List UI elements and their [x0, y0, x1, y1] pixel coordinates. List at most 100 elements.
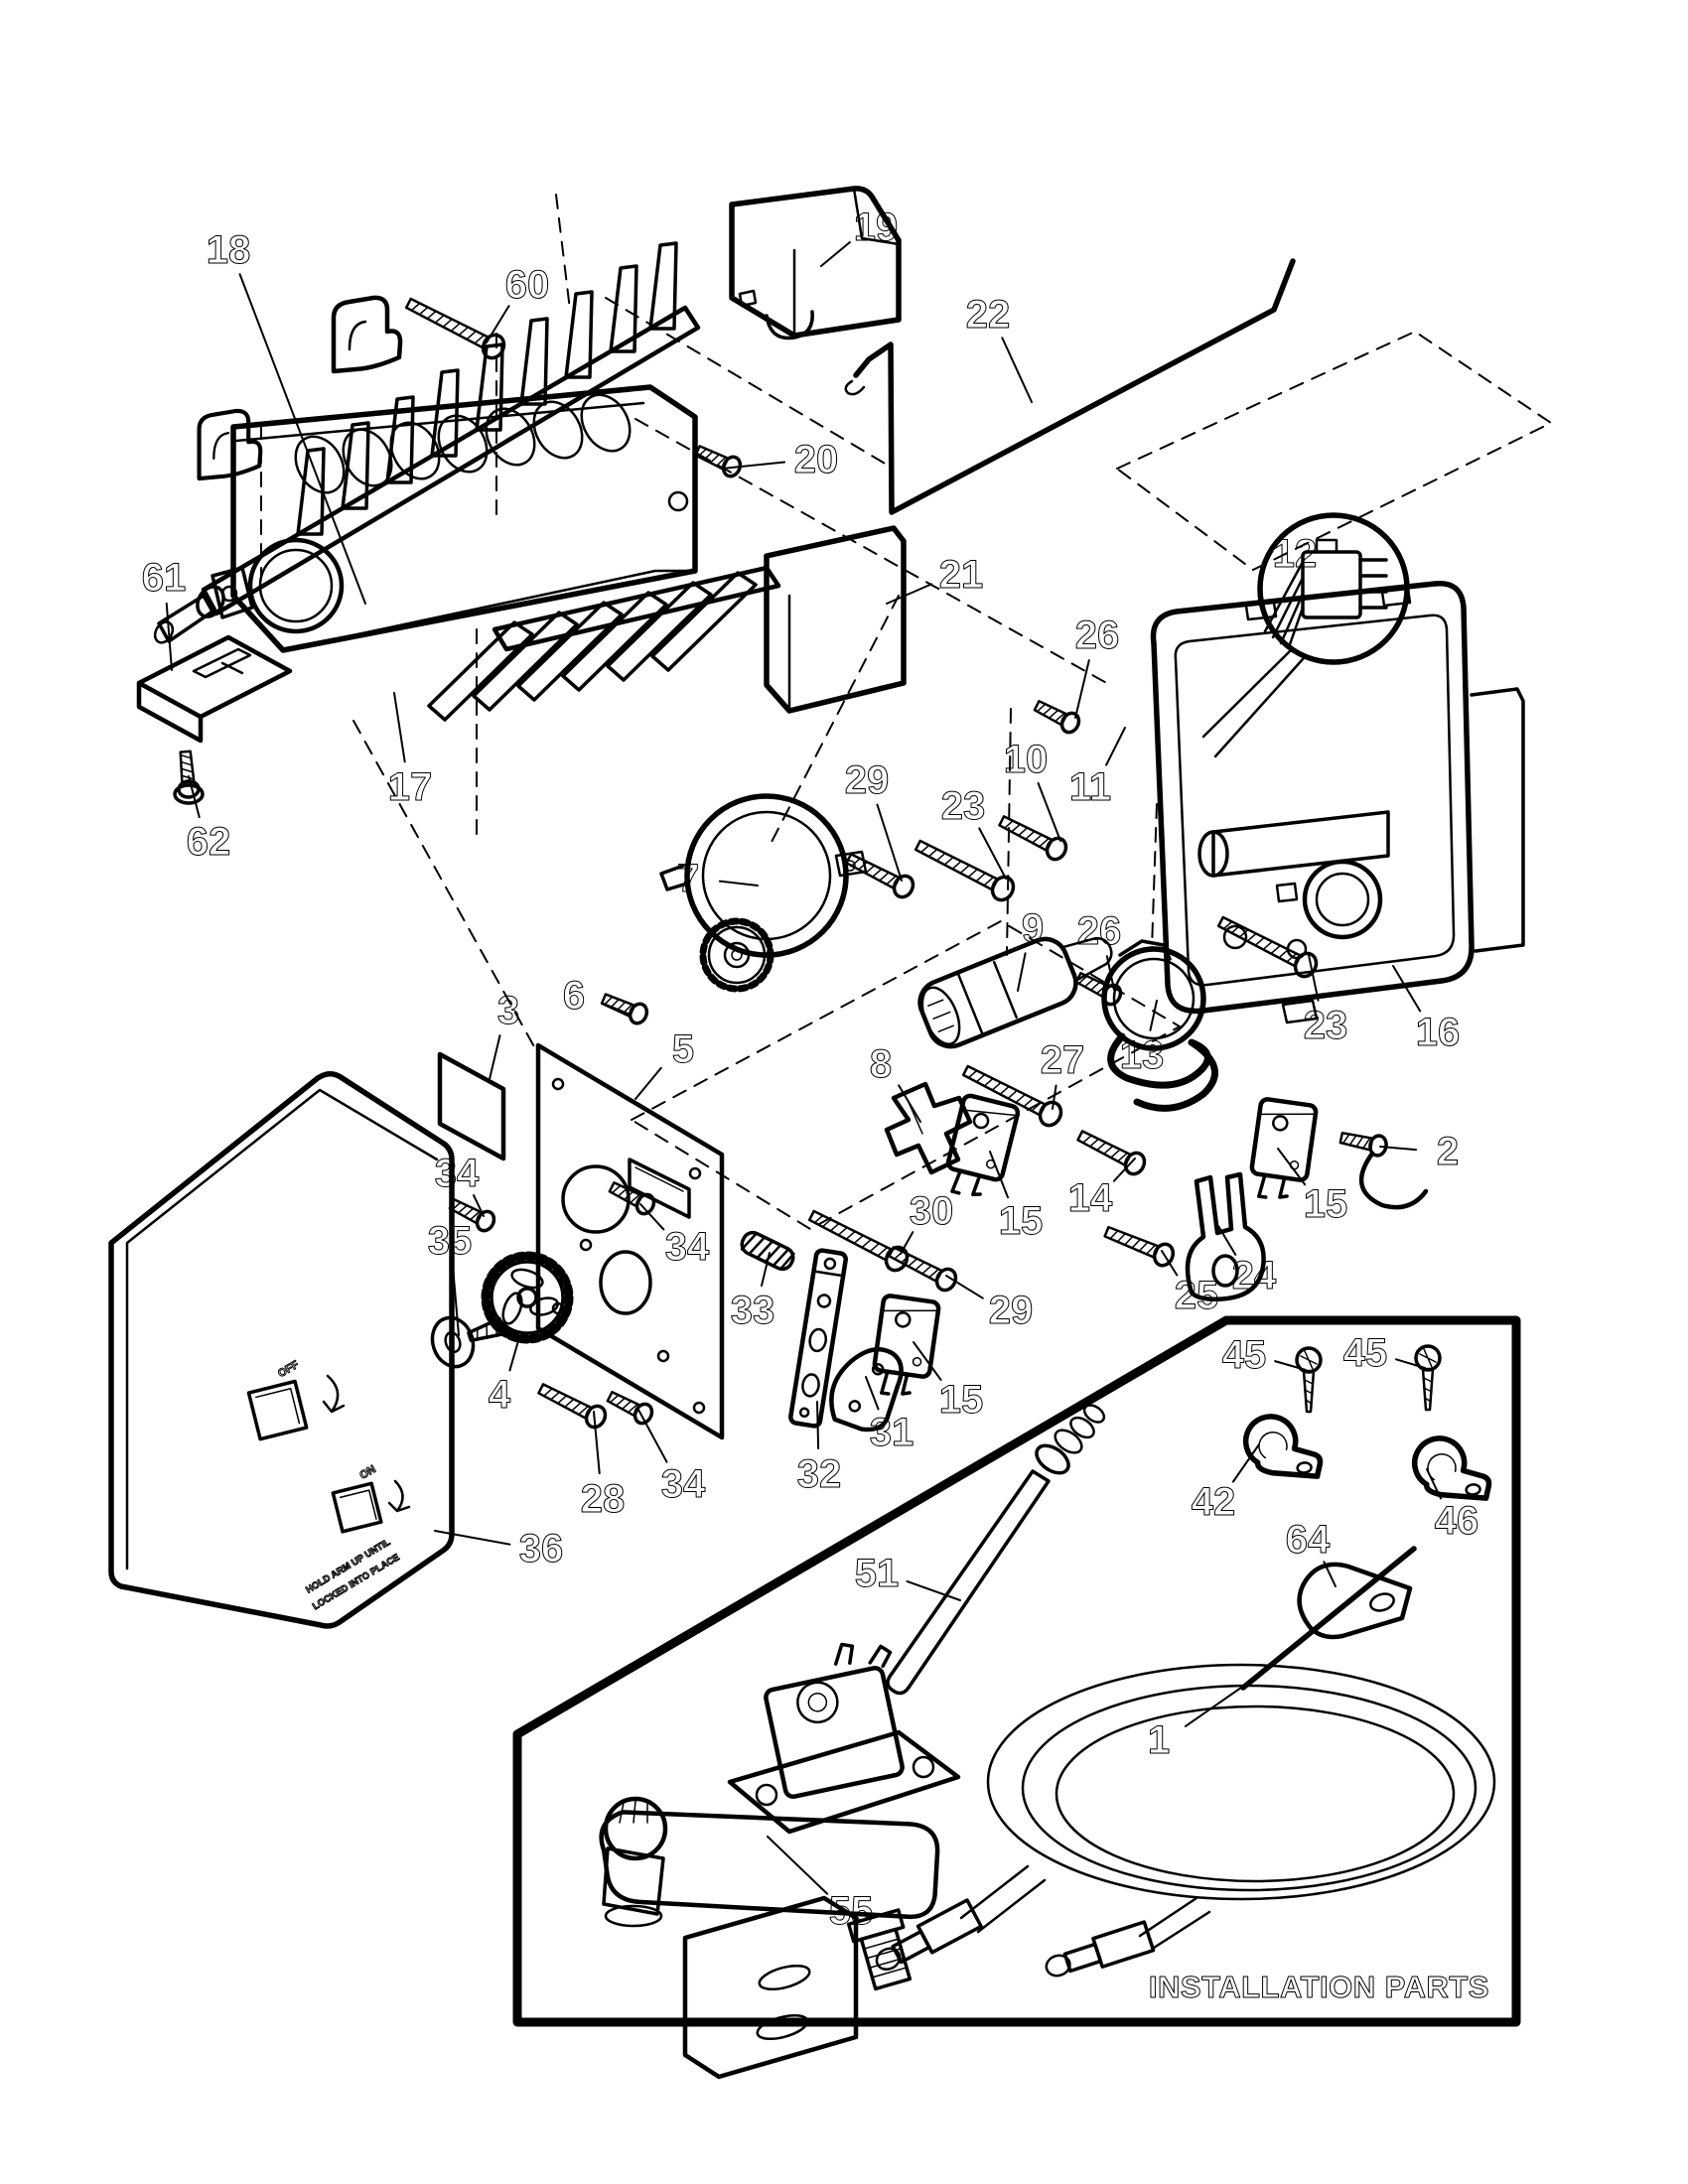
- clamp-46: [1412, 1433, 1490, 1505]
- screw-26-a: [1030, 695, 1084, 738]
- svg-text:7: 7: [677, 857, 699, 900]
- svg-text:51: 51: [855, 1552, 900, 1595]
- callout-15: 15: [1277, 1148, 1348, 1227]
- callout-22: 22: [965, 293, 1033, 403]
- callout-11: 11: [1068, 727, 1126, 810]
- control-cover-36: OFF ON HOLD ARM UP UNTIL LOCKED INTO PLA…: [108, 1071, 455, 1629]
- screw-28: [534, 1377, 611, 1433]
- svg-text:15: 15: [939, 1378, 984, 1422]
- svg-text:45: 45: [1343, 1331, 1388, 1375]
- svg-text:23: 23: [941, 784, 986, 828]
- callout-28: 28: [580, 1411, 626, 1522]
- bar-plate-32: [788, 1248, 848, 1429]
- callout-62: 62: [186, 775, 231, 865]
- callout-32: 32: [796, 1401, 842, 1497]
- callout-9: 9: [1017, 906, 1045, 992]
- svg-text:5: 5: [672, 1027, 694, 1071]
- svg-text:26: 26: [1077, 909, 1122, 953]
- svg-text:11: 11: [1069, 765, 1111, 809]
- callout-26: 26: [1074, 614, 1120, 719]
- callout-3: 3: [489, 989, 520, 1080]
- screw-45-a: [1295, 1346, 1323, 1414]
- callout-34: 34: [637, 1409, 706, 1507]
- svg-text:23: 23: [1304, 1004, 1348, 1047]
- svg-text:64: 64: [1286, 1518, 1331, 1562]
- callout-10: 10: [1003, 738, 1061, 842]
- svg-text:45: 45: [1222, 1333, 1267, 1377]
- callout-25: 25: [1161, 1250, 1219, 1318]
- callout-18: 18: [206, 228, 366, 605]
- svg-text:15: 15: [1304, 1182, 1348, 1226]
- svg-text:30: 30: [910, 1189, 954, 1233]
- svg-text:55: 55: [829, 1889, 874, 1933]
- screw-6: [598, 988, 652, 1028]
- callout-20: 20: [721, 438, 839, 482]
- installation-parts-box: INSTALLATION PARTS: [512, 1315, 1521, 2027]
- svg-text:21: 21: [939, 553, 984, 597]
- gasket-3: [437, 1051, 506, 1161]
- svg-text:34: 34: [661, 1462, 706, 1506]
- callout-6: 6: [562, 974, 632, 1019]
- callout-34: 34: [639, 1203, 710, 1270]
- callout-36: 36: [434, 1527, 564, 1571]
- callout-4: 4: [488, 1336, 520, 1418]
- motor-7: [659, 793, 868, 993]
- callout-13: 13: [1119, 1000, 1165, 1078]
- svg-text:31: 31: [870, 1411, 914, 1454]
- svg-text:36: 36: [519, 1527, 564, 1570]
- svg-text:17: 17: [388, 765, 433, 809]
- callout-29: 29: [945, 1275, 1034, 1333]
- support-housing-16: [1150, 580, 1525, 1024]
- svg-text:29: 29: [989, 1289, 1034, 1332]
- callout-5: 5: [634, 1027, 695, 1100]
- cover-on-label: ON: [357, 1463, 377, 1482]
- svg-text:3: 3: [497, 989, 519, 1032]
- svg-text:42: 42: [1192, 1480, 1236, 1524]
- ice-mold-17: [200, 298, 698, 653]
- callout-24: 24: [1217, 1225, 1277, 1298]
- callout-35: 35: [427, 1219, 473, 1336]
- callout-30: 30: [900, 1189, 954, 1255]
- svg-text:1: 1: [1148, 1718, 1170, 1762]
- callout-51: 51: [854, 1552, 961, 1601]
- callout-45: 45: [1342, 1331, 1426, 1376]
- mounting-plate-5: [535, 1042, 725, 1440]
- screw-20: [691, 440, 746, 481]
- clamp-42: [1243, 1412, 1322, 1483]
- svg-text:62: 62: [187, 820, 231, 864]
- callout-64: 64: [1285, 1518, 1336, 1587]
- svg-text:29: 29: [845, 758, 890, 802]
- callout-60: 60: [486, 263, 550, 343]
- callout-1: 1: [1147, 1680, 1252, 1763]
- callout-23: 23: [940, 784, 1007, 880]
- callout-27: 27: [1040, 1038, 1085, 1110]
- svg-text:27: 27: [1041, 1038, 1085, 1082]
- svg-text:18: 18: [207, 228, 251, 272]
- svg-text:46: 46: [1435, 1499, 1479, 1543]
- svg-text:35: 35: [428, 1219, 473, 1263]
- connector-detail-12: [1201, 512, 1410, 758]
- thermostat-13: [1101, 939, 1218, 1112]
- switch-15-c: [871, 1295, 939, 1399]
- callout-23: 23: [1303, 954, 1348, 1048]
- callout-15: 15: [989, 1151, 1044, 1244]
- svg-text:28: 28: [581, 1477, 626, 1521]
- svg-text:14: 14: [1068, 1176, 1113, 1220]
- callout-42: 42: [1191, 1443, 1260, 1525]
- cover-19: [729, 186, 902, 341]
- svg-text:9: 9: [1022, 906, 1044, 950]
- cover-off-label: OFF: [276, 1359, 301, 1381]
- water-valve-55: [599, 1642, 961, 2080]
- installation-parts-title: INSTALLATION PARTS: [1149, 1970, 1489, 2004]
- spring-33: [740, 1230, 795, 1272]
- screw-30: [804, 1202, 914, 1276]
- svg-text:4: 4: [489, 1373, 511, 1417]
- svg-text:26: 26: [1075, 614, 1120, 657]
- callout-21: 21: [886, 553, 984, 605]
- svg-text:24: 24: [1232, 1254, 1277, 1297]
- screw-29-b: [885, 1240, 961, 1296]
- screw-14: [1073, 1124, 1150, 1179]
- switch-15-a: [941, 1094, 1019, 1202]
